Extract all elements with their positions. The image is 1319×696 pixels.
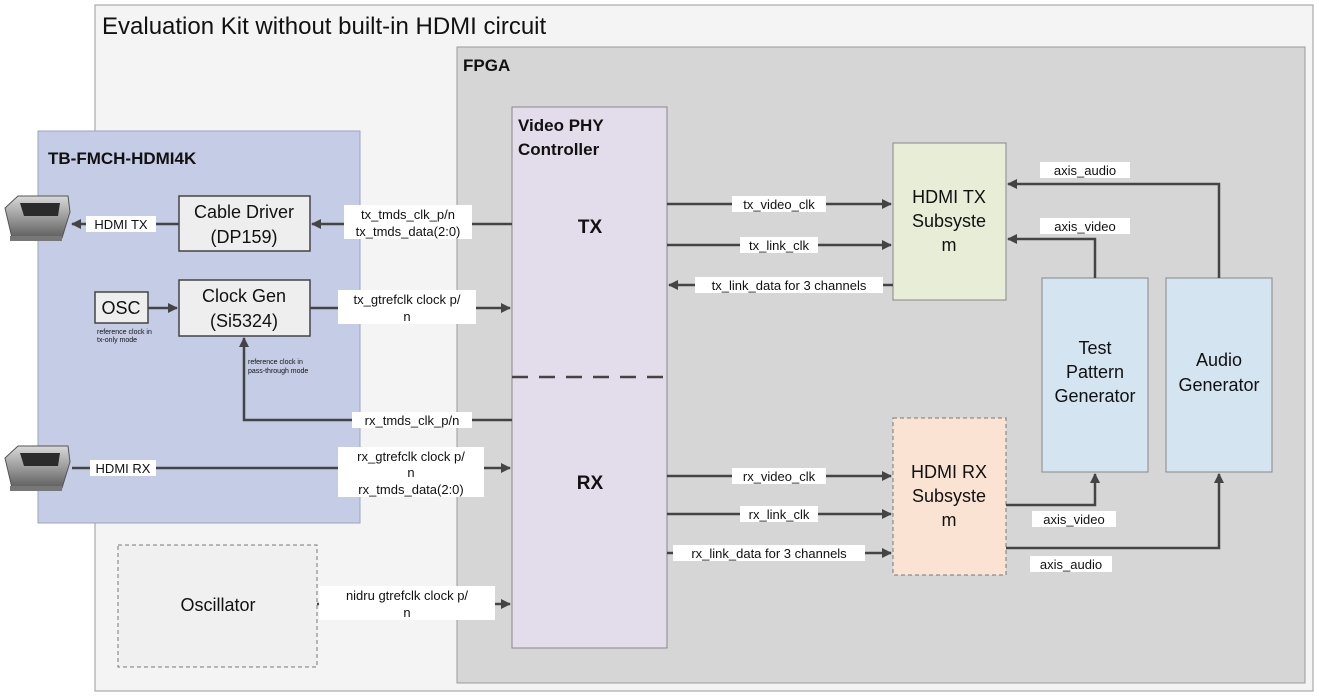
cable-driver-line2: (DP159) (210, 227, 277, 247)
label-tx-gtrefclk-1: tx_gtrefclk clock p/ (354, 292, 461, 307)
hdmi-rx-ss-line2: Subsyste (912, 486, 986, 506)
vphy-title-line1: Video PHY (518, 116, 604, 135)
label-rx-video-clk: rx_video_clk (743, 469, 816, 484)
passthrough-note-line2: pass-through mode (248, 368, 308, 375)
hdmi-rx-connector-icon (4, 445, 71, 491)
label-axis-audio-tx: axis_audio (1054, 163, 1116, 178)
hdmi-rx-ss-line3: m (942, 510, 957, 530)
label-axis-audio-rx: axis_audio (1040, 557, 1102, 572)
cable-driver-block (178, 195, 311, 252)
clock-gen-block (178, 279, 311, 337)
vphy-tx-label: TX (578, 217, 603, 238)
label-hdmi-tx: HDMI TX (94, 217, 148, 232)
audio-generator (1165, 277, 1273, 473)
hdmi-tx-ss-line3: m (942, 235, 957, 255)
label-tx-link-clk: tx_link_clk (749, 238, 809, 253)
label-rx-tmds-data: rx_tmds_data(2:0) (358, 482, 464, 497)
label-nidru-2: n (403, 605, 410, 620)
audio-gen-line2: Generator (1178, 375, 1259, 395)
label-rx-link-clk: rx_link_clk (749, 507, 810, 522)
vphy-rx-label: RX (577, 473, 604, 494)
hdmi-rx-subsystem (892, 417, 1007, 576)
label-tx-video-clk: tx_video_clk (743, 197, 815, 212)
tpg-line3: Generator (1054, 386, 1135, 406)
label-rx-tmds-clk: rx_tmds_clk_p/n (365, 413, 460, 428)
osc-note-line1: reference clock in (97, 329, 152, 336)
hdmi-tx-ss-line1: HDMI TX (912, 187, 986, 207)
label-rx-link-data: rx_link_data for 3 channels (691, 546, 847, 561)
video-phy-controller (511, 106, 668, 649)
label-backgrounds (86, 162, 1130, 620)
label-tx-link-data: tx_link_data for 3 channels (712, 278, 867, 293)
hdmi-tx-connector-icon (4, 195, 71, 241)
vphy-title-line2: Controller (518, 140, 600, 159)
label-axis-video-rx: axis_video (1043, 512, 1104, 527)
clock-gen-line1: Clock Gen (202, 286, 286, 306)
label-nidru-1: nidru gtrefclk clock p/ (346, 588, 468, 603)
label-tx-tmds-clk: tx_tmds_clk_p/n (361, 207, 455, 222)
label-tx-gtrefclk-2: n (403, 309, 410, 324)
passthrough-note-line1: reference clock in (248, 359, 303, 366)
hdmi-tx-ss-line2: Subsyste (912, 211, 986, 231)
oscillator-block (117, 544, 318, 668)
label-rx-gtrefclk-2: n (407, 465, 414, 480)
label-axis-video-tx: axis_video (1054, 219, 1115, 234)
tpg-line1: Test (1078, 338, 1111, 358)
label-hdmi-rx: HDMI RX (96, 461, 151, 476)
label-tx-tmds-data: tx_tmds_data(2:0) (356, 224, 461, 239)
osc-label: OSC (101, 298, 140, 318)
tpg-line2: Pattern (1066, 362, 1124, 382)
fmc-card-label: TB-FMCH-HDMI4K (48, 149, 197, 168)
eval-kit-title: Evaluation Kit without built-in HDMI cir… (102, 13, 546, 40)
fpga-label: FPGA (463, 56, 510, 75)
test-pattern-generator (1041, 277, 1149, 473)
clock-gen-line2: (Si5324) (210, 311, 278, 331)
hdmi-tx-subsystem (892, 142, 1007, 301)
audio-gen-line1: Audio (1196, 350, 1242, 370)
oscillator-label: Oscillator (180, 595, 255, 615)
cable-driver-line1: Cable Driver (194, 202, 294, 222)
hdmi-rx-ss-line1: HDMI RX (911, 462, 987, 482)
osc-block (94, 291, 149, 324)
osc-note-line2: tx-only mode (97, 337, 137, 344)
label-rx-gtrefclk-1: rx_gtrefclk clock p/ (357, 449, 465, 464)
